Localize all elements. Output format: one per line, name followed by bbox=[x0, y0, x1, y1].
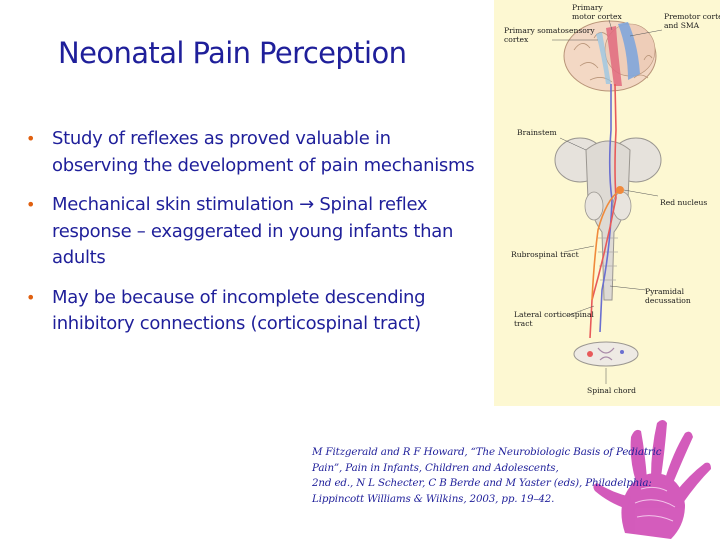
bullet-text: Mechanical skin stimulation → Spinal ref… bbox=[52, 194, 454, 268]
lateral-corticospinal-line bbox=[589, 83, 617, 339]
finger-1 bbox=[630, 429, 647, 485]
citation-line: M Fitzgerald and R F Howard, “The Neurob… bbox=[312, 446, 662, 458]
brain-illustration bbox=[552, 19, 663, 384]
tract-dot-right bbox=[620, 350, 624, 354]
label-premotor: Premotor cortexand SMA bbox=[664, 12, 720, 30]
finger-2 bbox=[651, 420, 667, 477]
label-spinal-cord: Spinal chord bbox=[587, 386, 636, 395]
bullet-marker: • bbox=[26, 129, 36, 148]
brainstem-lobe-left bbox=[584, 191, 604, 221]
rubrospinal-tract-line bbox=[591, 189, 621, 301]
tract-dot-left bbox=[587, 351, 593, 357]
bullet-list: • Study of reflexes as proved valuable in… bbox=[26, 126, 478, 351]
brainstem-shape bbox=[585, 140, 631, 301]
bullet-marker: • bbox=[26, 195, 36, 214]
thumb bbox=[593, 483, 631, 509]
citation-line: 2nd ed., N L Schecter, C B Berde and M Y… bbox=[312, 477, 652, 489]
palm-shape bbox=[621, 473, 685, 539]
bullet-text: Study of reflexes as proved valuable in … bbox=[52, 128, 475, 176]
finger-4 bbox=[675, 462, 711, 503]
label-red-nucleus: Red nucleus bbox=[660, 198, 708, 207]
slide-title: Neonatal Pain Perception bbox=[58, 36, 407, 70]
grey-matter-shape bbox=[597, 347, 615, 361]
citation: M Fitzgerald and R F Howard, “The Neurob… bbox=[312, 445, 712, 507]
leader-lines bbox=[552, 19, 663, 384]
red-nucleus-marker bbox=[616, 186, 624, 194]
bullet-item: • Study of reflexes as proved valuable in… bbox=[26, 126, 478, 179]
somatosensory-region bbox=[596, 32, 611, 84]
label-rubrospinal: Rubrospinal tract bbox=[511, 250, 579, 259]
handprint-logo bbox=[593, 420, 711, 539]
primary-motor-cortex-region bbox=[606, 26, 622, 86]
palm-lines bbox=[634, 486, 676, 522]
label-brainstem: Brainstem bbox=[517, 128, 557, 137]
bullet-item: • Mechanical skin stimulation → Spinal re… bbox=[26, 192, 478, 272]
premotor-cortex-region bbox=[618, 22, 640, 80]
corticospinal-tract-line bbox=[599, 84, 613, 333]
spinal-cord-section bbox=[573, 341, 639, 367]
bullet-item: • May be because of incomplete descending… bbox=[26, 285, 478, 338]
citation-line: Pain”, Pain in Infants, Children and Ado… bbox=[312, 461, 559, 474]
bullet-text: May be because of incomplete descending … bbox=[52, 286, 426, 335]
bullet-marker: • bbox=[26, 287, 36, 307]
finger-3 bbox=[665, 431, 693, 483]
citation-line: Lippincott Williams & Wilkins, 2003, pp.… bbox=[312, 492, 555, 505]
